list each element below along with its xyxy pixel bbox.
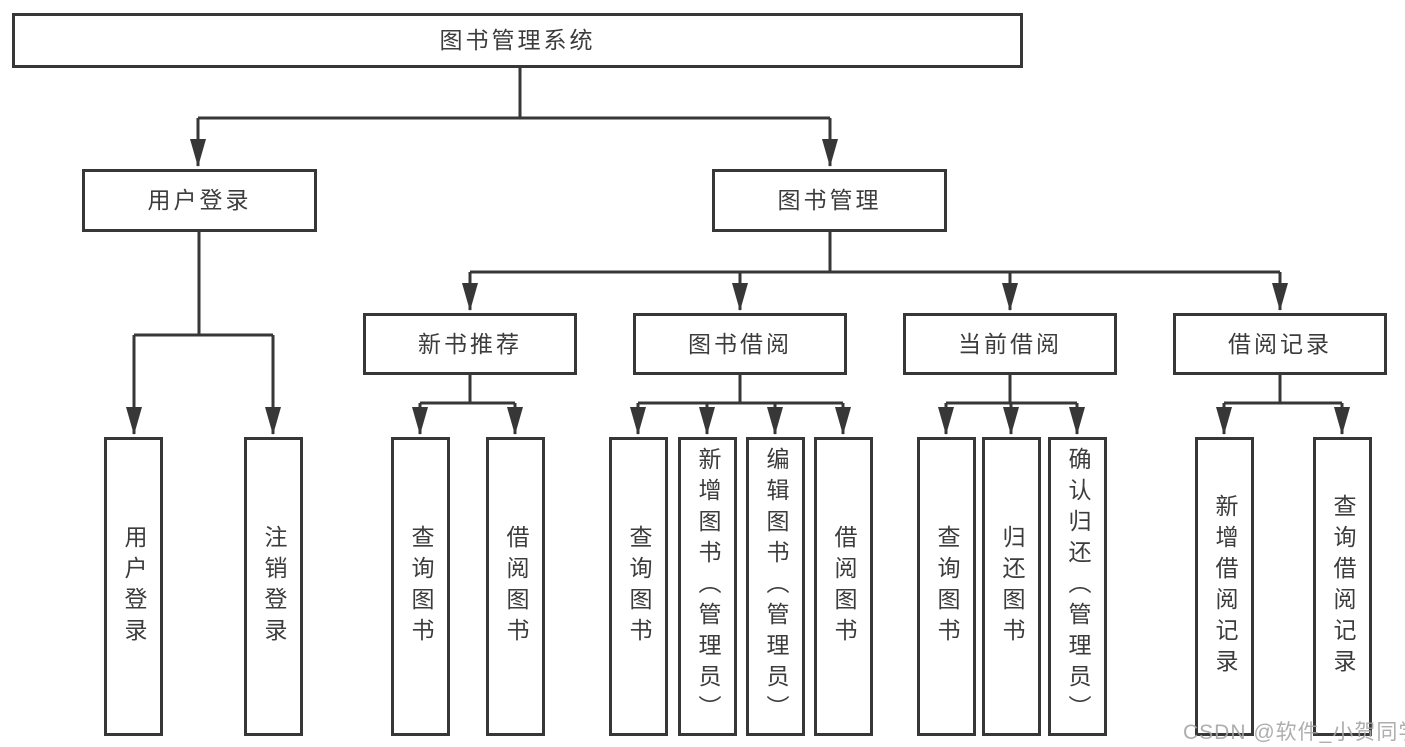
leaf-label: 查询图书	[626, 524, 652, 649]
leaf-query-books-borrow: 查询图书	[609, 437, 668, 736]
leaf-logout: 注销登录	[244, 437, 303, 736]
leaf-label: 借阅图书	[503, 524, 529, 649]
leaf-add-book-admin: 新增图书（管理员）	[678, 437, 737, 736]
leaf-label: 新增图书（管理员）	[695, 447, 721, 726]
leaf-label: 查询图书	[934, 524, 960, 649]
leaf-label: 借阅图书	[831, 524, 857, 649]
node-book-management: 图书管理	[712, 169, 947, 232]
leaf-label: 查询图书	[408, 524, 434, 649]
node-root-system: 图书管理系统	[12, 13, 1023, 68]
leaf-query-borrow-record: 查询借阅记录	[1313, 437, 1372, 736]
leaf-label: 编辑图书（管理员）	[763, 447, 789, 726]
leaf-query-books-recommend: 查询图书	[391, 437, 450, 736]
node-new-book-recommend: 新书推荐	[363, 313, 577, 375]
leaf-user-login: 用户登录	[104, 437, 163, 736]
leaf-label: 新增借阅记录	[1212, 493, 1238, 680]
leaf-borrow-books-recommend: 借阅图书	[486, 437, 545, 736]
leaf-label: 归还图书	[999, 524, 1025, 649]
leaf-return-book: 归还图书	[982, 437, 1041, 736]
leaf-label: 用户登录	[121, 524, 147, 649]
leaf-label: 查询借阅记录	[1330, 493, 1356, 680]
csdn-watermark: CSDN @软件_小贺同学	[1183, 721, 1405, 744]
node-borrow-records: 借阅记录	[1173, 313, 1387, 375]
leaf-borrow-books-borrow: 借阅图书	[814, 437, 873, 736]
leaf-label: 确认归还（管理员）	[1065, 447, 1091, 726]
node-book-borrow: 图书借阅	[633, 313, 847, 375]
leaf-confirm-return-admin: 确认归还（管理员）	[1048, 437, 1107, 736]
leaf-label: 注销登录	[261, 524, 287, 649]
leaf-query-books-current: 查询图书	[917, 437, 976, 736]
node-current-borrow: 当前借阅	[903, 313, 1117, 375]
node-user-login: 用户登录	[82, 169, 317, 232]
leaf-add-borrow-record: 新增借阅记录	[1195, 437, 1254, 736]
leaf-edit-book-admin: 编辑图书（管理员）	[746, 437, 805, 736]
